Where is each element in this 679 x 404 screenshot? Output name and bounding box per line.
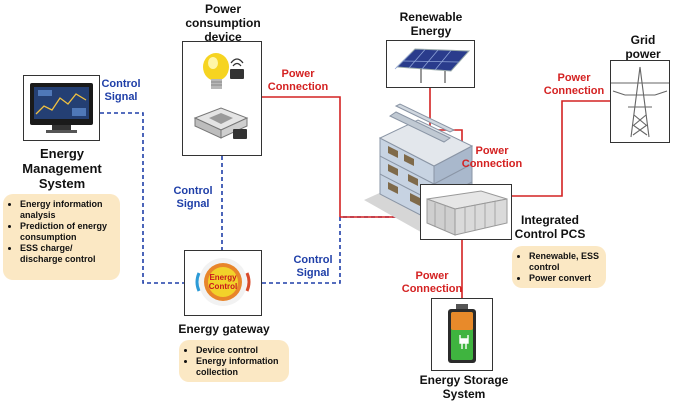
power-line-grid — [512, 100, 610, 197]
gateway-logo-text: Energy Control — [208, 273, 238, 291]
storage-box — [431, 298, 493, 371]
light-bulb-icon — [203, 53, 244, 89]
transmission-tower-icon — [611, 66, 669, 138]
pcs-cabinet-icon — [426, 190, 508, 236]
power-connection-label-storage: Power Connection — [401, 270, 463, 295]
gateway-title: Energy gateway — [178, 322, 270, 336]
ems-note: Energy information analysis Prediction o… — [3, 194, 120, 280]
control-line-ems — [100, 112, 184, 284]
control-signal-label-ems: Control Signal — [101, 78, 141, 103]
solar-panel-icon — [394, 48, 471, 83]
power-device-title: Power consumption device — [185, 2, 261, 44]
ems-title: Energy Management System — [22, 146, 102, 191]
air-conditioner-icon — [193, 107, 249, 139]
grid-title: Grid power — [625, 33, 661, 61]
pcs-note: Renewable, ESS control Power convert — [512, 246, 606, 288]
renewable-title: Renewable Energy — [399, 10, 463, 38]
power-connection-label-grid: Power Connection — [543, 72, 605, 97]
gateway-note-item: Energy information collection — [196, 356, 283, 378]
pcs-box — [420, 184, 512, 240]
power-line-device — [262, 96, 341, 217]
ems-note-item: Prediction of energy consumption — [20, 221, 114, 243]
control-signal-label-device: Control Signal — [173, 185, 213, 210]
gateway-box: Energy Control — [184, 250, 262, 316]
grid-box — [610, 60, 670, 143]
monitor-icon — [30, 83, 93, 133]
storage-title: Energy Storage System — [419, 373, 509, 401]
power-connection-label-device: Power Connection — [267, 68, 329, 93]
ems-note-item: ESS charge/ discharge control — [20, 243, 114, 265]
control-signal-label-pcs: Control Signal — [293, 254, 333, 279]
pcs-title: Integrated Control PCS — [514, 213, 586, 241]
energy-control-logo-icon — [195, 258, 251, 306]
gateway-note: Device control Energy information collec… — [179, 340, 289, 382]
power-device-box — [182, 41, 262, 156]
pcs-note-item: Renewable, ESS control — [529, 251, 600, 273]
gateway-note-item: Device control — [196, 345, 283, 356]
ems-note-item: Energy information analysis — [20, 199, 114, 221]
battery-icon — [448, 304, 476, 363]
renewable-box — [386, 40, 475, 88]
ems-box — [23, 75, 100, 141]
pcs-note-item: Power convert — [529, 273, 600, 284]
power-connection-label-renewable: Power Connection — [461, 145, 523, 170]
